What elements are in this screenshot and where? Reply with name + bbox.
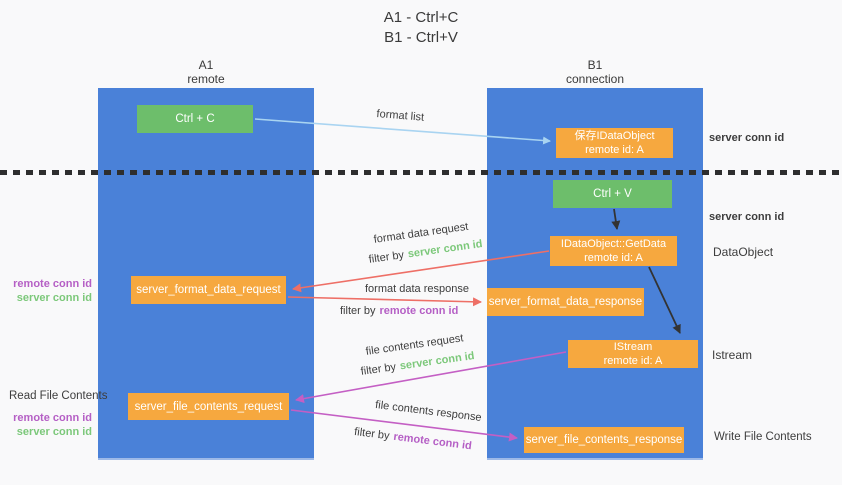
right-istream-label: Istream: [712, 348, 753, 362]
lane-a1-name: A1: [198, 58, 214, 72]
filter-by-text: filter by: [353, 426, 391, 443]
diagram-title: A1 - Ctrl+C B1 - Ctrl+V: [0, 8, 842, 48]
istream-line2: remote id: A: [603, 355, 663, 367]
filter-by-text: filter by: [368, 249, 405, 266]
server-format-data-request-node: server_format_data_request: [131, 276, 286, 304]
right-server-conn-id-top: server conn id: [709, 132, 785, 144]
lane-b1-name: B1: [587, 58, 603, 72]
server-file-contents-request-node: server_file_contents_request: [128, 393, 289, 420]
server-file-contents-response-node: server_file_contents_response: [524, 427, 684, 453]
save-dataobject-line2: remote id: A: [585, 144, 644, 156]
server-file-contents-response-label: server_file_contents_response: [525, 434, 683, 446]
server-conn-id-text: server conn id: [407, 238, 484, 261]
save-dataobject-line1: 保存IDataObject: [574, 130, 655, 142]
dotted-separator-line: [0, 170, 842, 175]
getdata-line2: remote id: A: [584, 252, 643, 264]
remote-conn-id-text: remote conn id: [379, 305, 459, 317]
server-format-data-response-node: server_format_data_response: [487, 288, 644, 316]
title-line-1: A1 - Ctrl+C: [383, 9, 459, 26]
server-conn-id-text: server conn id: [399, 350, 476, 373]
format-data-response-label: format data response: [365, 283, 469, 295]
right-server-conn-id-mid: server conn id: [709, 211, 785, 223]
ctrl-c-node: Ctrl + C: [137, 105, 253, 133]
left-remote-conn-id-bottom: remote conn id: [13, 412, 92, 424]
istream-node: IStream remote id: A: [568, 340, 698, 368]
left-remote-conn-id-top: remote conn id: [13, 278, 92, 290]
title-line-2: B1 - Ctrl+V: [384, 29, 458, 46]
left-conn-id-pair-bottom: remote conn id server conn id: [8, 411, 92, 439]
server-format-data-request-label: server_format_data_request: [136, 284, 281, 296]
remote-conn-id-text: remote conn id: [392, 430, 473, 453]
left-server-conn-id-bottom: server conn id: [16, 426, 92, 438]
left-server-conn-id-top: server conn id: [16, 292, 92, 304]
istream-line1: IStream: [613, 341, 653, 353]
right-write-file-contents-label: Write File Contents: [714, 431, 812, 443]
getdata-line1: IDataObject::GetData: [560, 238, 667, 250]
getdata-node: IDataObject::GetData remote id: A: [550, 236, 677, 266]
format-data-response-arrow: [287, 296, 482, 307]
left-read-file-contents-label: Read File Contents: [9, 390, 108, 402]
lane-header-a1: A1 remote: [98, 58, 314, 86]
ctrl-c-label: Ctrl + C: [175, 113, 215, 125]
ctrl-v-label: Ctrl + V: [593, 188, 632, 200]
lane-a1-subtitle: remote: [187, 72, 225, 86]
filter-by-text: filter by: [340, 305, 376, 317]
lane-header-b1: B1 connection: [487, 58, 703, 86]
left-conn-id-pair-top: remote conn id server conn id: [8, 277, 92, 305]
lane-b1-subtitle: connection: [565, 72, 625, 86]
filter-by-text: filter by: [360, 361, 397, 378]
server-file-contents-request-label: server_file_contents_request: [134, 400, 283, 413]
server-format-data-response-label: server_format_data_response: [488, 296, 643, 308]
right-dataobject-label: DataObject: [713, 245, 774, 259]
save-dataobject-node: 保存IDataObject remote id: A: [556, 128, 673, 158]
file-contents-response-label: file contents response: [374, 399, 483, 424]
format-list-label: format list: [376, 108, 425, 124]
ctrl-v-node: Ctrl + V: [553, 180, 672, 208]
